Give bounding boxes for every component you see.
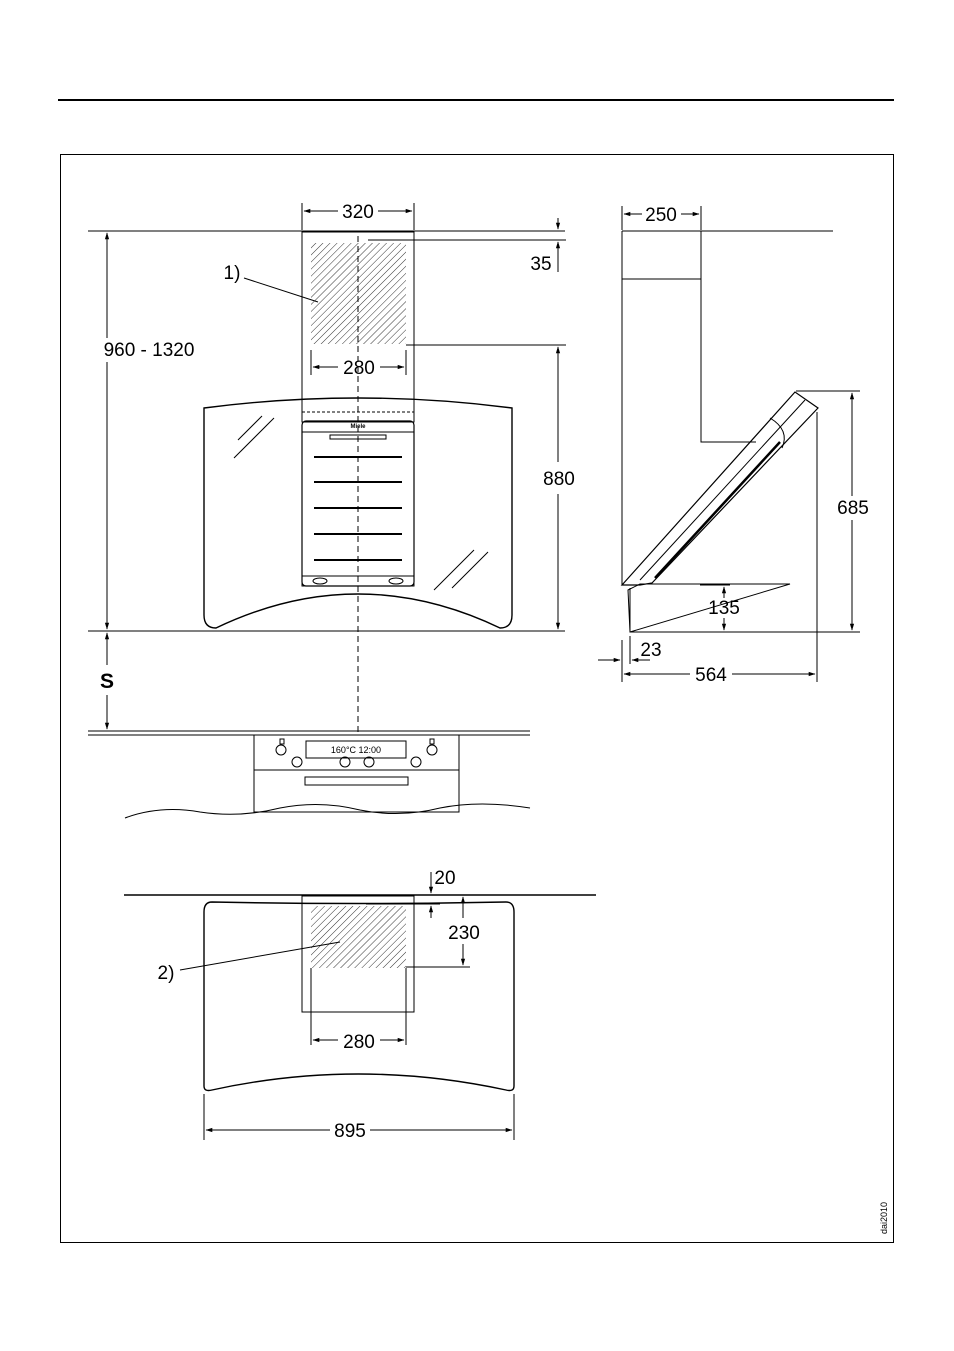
- dim-glass-thickness: 23: [640, 640, 661, 661]
- callout-1: 1): [224, 263, 241, 284]
- clearance-label: S: [100, 670, 114, 693]
- dim-inner-width: 280: [343, 358, 375, 379]
- dim-depth-top: 230: [448, 923, 480, 944]
- front-view: [88, 203, 566, 818]
- dim-height-range: 960 - 1320: [104, 340, 195, 361]
- dim-height-hood: 880: [543, 469, 575, 490]
- dim-top-gap-top: 20: [434, 868, 455, 889]
- figure-code: dai2010: [879, 1202, 889, 1234]
- hatched-area-2: [311, 906, 406, 968]
- side-glass: [622, 392, 818, 585]
- dim-lower-gap: 135: [708, 598, 740, 619]
- oven: [254, 770, 459, 812]
- hob-display: 160°C 12:00: [331, 745, 381, 755]
- dim-height-glass: 685: [837, 498, 869, 519]
- dim-total-depth: 564: [695, 665, 727, 686]
- dim-inner-width-top: 280: [343, 1032, 375, 1053]
- brand-logo: Miele: [350, 424, 366, 430]
- dim-depth-chimney: 250: [645, 205, 677, 226]
- dim-width-top: 320: [342, 202, 374, 223]
- dim-total-width: 895: [334, 1121, 366, 1142]
- dim-top-gap: 35: [530, 254, 551, 275]
- callout-2: 2): [158, 963, 175, 984]
- top-view: [124, 872, 596, 1140]
